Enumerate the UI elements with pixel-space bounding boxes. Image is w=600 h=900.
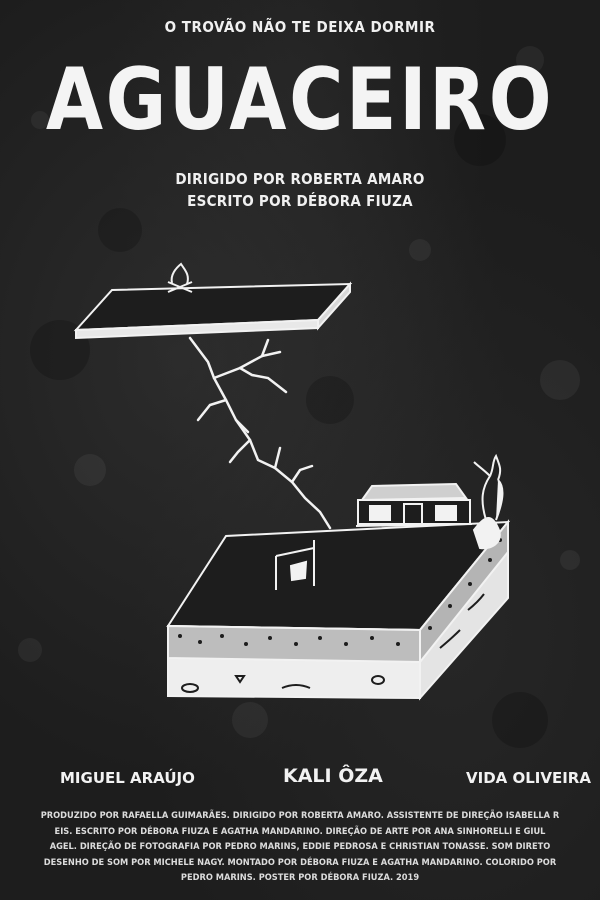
director-name: ROBERTA AMARO [290,170,425,188]
writer-name: DÉBORA FIUZA [296,192,413,210]
directed-by-label: DIRIGIDO POR [175,170,286,188]
house [355,482,473,527]
cast-member: VIDA OLIVEIRA [466,769,591,787]
campfire-icon [167,262,193,293]
billing-line: PEDRO MARINS. POSTER POR DÉBORA FIUZA. 2… [180,872,420,883]
cast-member: KALI ÔZA [283,765,383,787]
door-frame [275,540,315,590]
director-credit: DIRIGIDO POR ROBERTA AMARO [30,170,570,188]
writer-credit: ESCRITO POR DÉBORA FIUZA [30,192,570,210]
billing-line: EIS. ESCRITO POR DÉBORA FIUZA E AGATHA M… [54,825,546,837]
soil-texture [178,538,502,646]
cast-list: MIGUEL ARAÚJO KALI ÔZA VIDA OLIVEIRA [0,763,600,793]
written-by-label: ESCRITO POR [187,192,292,210]
cast-member: MIGUEL ARAÚJO [60,769,195,787]
billing-line: AGEL. DIREÇÃO DE FOTOGRAFIA POR PEDRO MA… [49,841,551,852]
tree [472,453,504,550]
ground-block [166,519,511,701]
chalk-illustration [73,262,511,701]
floating-board [73,281,353,340]
billing-block: PRODUZIDO POR RAFAELLA GUIMARÃES. DIRIGI… [0,808,600,886]
movie-title: AGUACEIRO [45,50,555,150]
tagline: O TROVÃO NÃO TE DEIXA DORMIR [164,18,436,36]
billing-line: PRODUZIDO POR RAFAELLA GUIMARÃES. DIRIGI… [40,810,560,821]
soil-stones [181,593,485,693]
billing-line: DESENHO DE SOM POR MICHELE NAGY. MONTADO… [43,856,557,868]
lightning-branch [188,336,332,530]
